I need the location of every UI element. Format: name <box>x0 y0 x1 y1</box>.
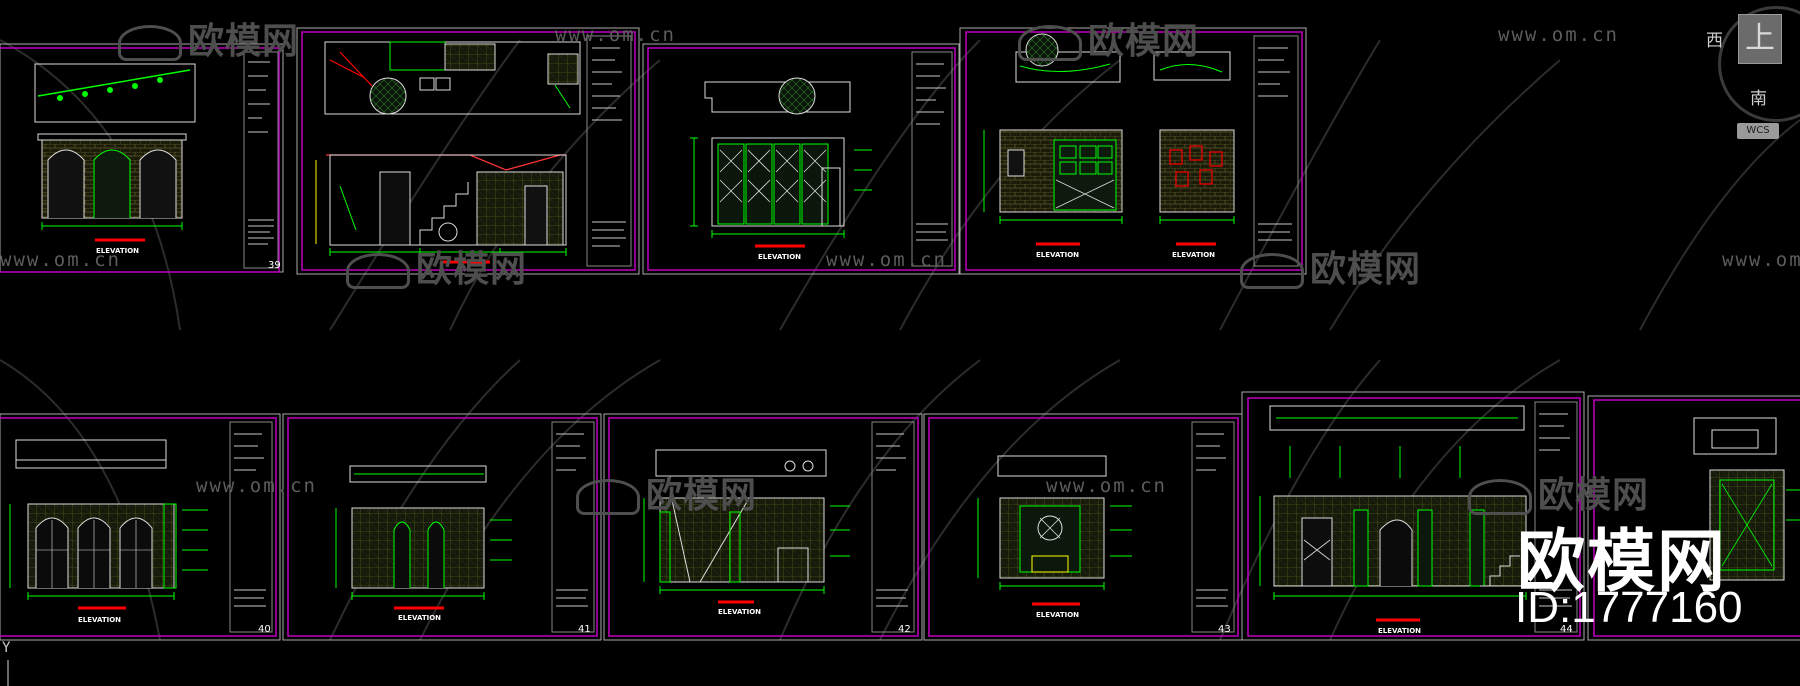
watermark-brand-text: 欧模网 <box>646 475 758 516</box>
sheet-number: 41 <box>578 624 591 635</box>
sheet-title-label: ELEVATION <box>96 247 140 255</box>
watermark-url: www.om.cn <box>1498 24 1619 46</box>
sheet-number: 39 <box>268 260 281 271</box>
sheet-number: 44 <box>1560 624 1573 635</box>
drawing-sheet[interactable] <box>1587 395 1800 641</box>
watermark-brand: 欧模网 <box>118 12 299 64</box>
overlay-id-text: ID:1777160 <box>1515 583 1743 632</box>
overlay-brand-text: 欧模网 <box>1517 523 1728 602</box>
viewcube-west-label[interactable]: 西 <box>1706 31 1723 51</box>
brand-logo-icon <box>1468 479 1532 515</box>
drawing-sheet[interactable] <box>642 43 960 275</box>
watermark-brand-text: 欧模网 <box>1310 249 1422 290</box>
ucs-axis-icon: Y <box>2 640 11 656</box>
wcs-menu-button[interactable]: WCS <box>1737 123 1779 139</box>
watermark-brand: 欧模网 <box>1018 12 1199 64</box>
sheet-title-label: ELEVATION <box>78 616 122 624</box>
watermark-brand-text: 欧模网 <box>1088 21 1200 62</box>
watermark-brand: 欧模网 <box>576 466 757 518</box>
sheet-number: 43 <box>1218 624 1231 635</box>
drawing-sheet[interactable] <box>603 413 923 641</box>
watermark-brand-text: 欧模网 <box>1538 475 1650 516</box>
sheet-title-label: ELEVATION <box>758 253 802 261</box>
sheet-title-label: ELEVATION <box>398 614 442 622</box>
watermark-url: www.om.cn <box>826 249 947 271</box>
sheet-number: 40 <box>258 624 271 635</box>
watermark-url: www.om.cn <box>1722 249 1800 271</box>
drawing-sheet[interactable] <box>282 413 602 641</box>
watermark-url: www.om.cn <box>1046 475 1167 497</box>
sheet-number: 42 <box>898 624 911 635</box>
watermark-brand: 欧模网 <box>1240 240 1421 292</box>
watermark-url: www.om.cn <box>0 249 121 271</box>
viewcube-top-face[interactable]: 上 <box>1738 14 1782 64</box>
drawing-sheet[interactable] <box>0 413 281 641</box>
brand-logo-icon <box>1018 25 1082 61</box>
brand-logo-icon <box>118 25 182 61</box>
watermark-brand: 欧模网 <box>346 240 527 292</box>
sheet-title-label: ELEVATION <box>1172 251 1216 259</box>
drawing-sheet[interactable] <box>923 413 1243 641</box>
watermark-brand: 欧模网 <box>1468 466 1649 518</box>
watermark-brand-text: 欧模网 <box>416 249 528 290</box>
sheet-title-label: ELEVATION <box>1036 611 1080 619</box>
sheet-title-label: ELEVATION <box>1036 251 1080 259</box>
sheet-title-label: ELEVATION <box>1378 627 1422 635</box>
viewcube[interactable]: 西 上 南 WCS <box>1706 4 1800 154</box>
viewcube-south-label[interactable]: 南 <box>1750 89 1767 109</box>
brand-logo-icon <box>576 479 640 515</box>
watermark-url: www.om.cn <box>555 24 676 46</box>
watermark-url: www.om.cn <box>196 475 317 497</box>
drawing-sheet[interactable] <box>0 43 284 273</box>
sheet-title-label: ELEVATION <box>718 608 762 616</box>
watermark-brand-text: 欧模网 <box>188 21 300 62</box>
drawing-sheet[interactable] <box>959 27 1307 275</box>
brand-logo-icon <box>1240 253 1304 289</box>
brand-logo-icon <box>346 253 410 289</box>
drawing-sheet[interactable] <box>296 27 640 275</box>
